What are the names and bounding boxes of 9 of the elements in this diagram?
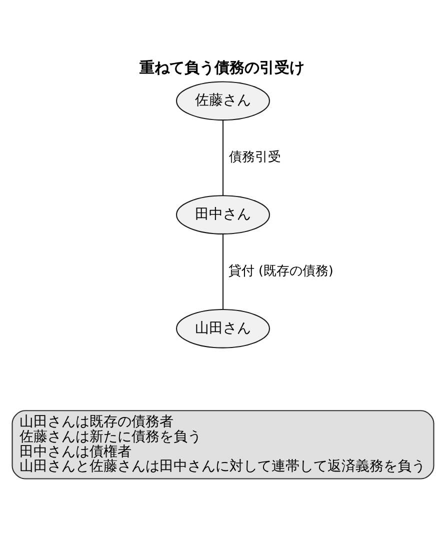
node-ellipse: 佐藤さん: [176, 81, 270, 121]
diagram-title: 重ねて負う債務の引受け: [139, 58, 304, 76]
node-ellipse: 山田さん: [176, 308, 270, 348]
connector: [222, 120, 224, 196]
connector: [222, 234, 224, 310]
edge-label: 債務引受: [228, 150, 281, 166]
node-ellipse: 田中さん: [176, 195, 270, 234]
edge-label: 貸付 (既存の債務): [228, 264, 334, 280]
node-box: 山田さんは既存の債務者 佐藤さんは新たに債務を負う 田中さんは債権者 山田さんと佐藤さんは田中さんに対して連帯して返済義務を負う: [12, 410, 434, 480]
